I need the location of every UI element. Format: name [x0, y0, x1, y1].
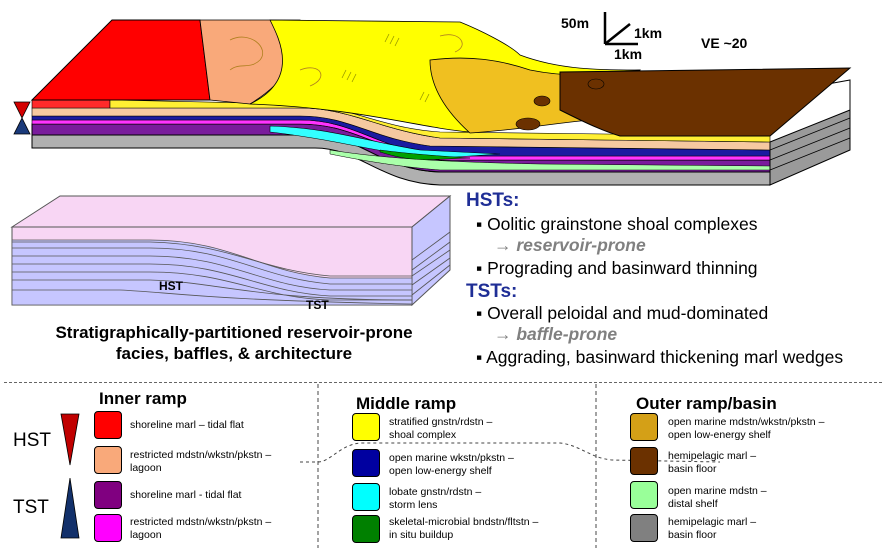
systems-tract-notes: HSTs: ▪ Oolitic grainstone shoal complex…	[466, 190, 884, 368]
schematic-label-tst: TST	[306, 298, 329, 312]
swatch-inner-3	[94, 514, 122, 542]
swatch-middle-3	[352, 515, 380, 543]
hst-heading: HSTs:	[466, 190, 520, 211]
legend-middle-2: lobate gnstn/rdstn –storm lens	[389, 486, 482, 511]
legend-inner-1: restricted mdstn/wkstn/pkstn –lagoon	[130, 449, 272, 474]
sea-level-indicator	[13, 101, 31, 135]
legend-middle-3: skeletal-microbial bndstn/fltstn –in sit…	[389, 516, 539, 541]
swatch-outer-0	[630, 413, 658, 441]
caption-line-1: Stratigraphically-partitioned reservoir-…	[55, 323, 413, 342]
block-front-red	[31, 99, 111, 109]
legend-title-middle: Middle ramp	[356, 394, 457, 413]
tst-bullet-2: ▪ Aggrading, basinward thickening marl w…	[476, 347, 844, 367]
tst-arrow: → baffle-prone	[494, 324, 618, 344]
legend-title-outer: Outer ramp/basin	[636, 394, 777, 413]
legend-tst-label: TST	[13, 497, 49, 518]
swatch-inner-2	[94, 481, 122, 509]
hst-arrow: → reservoir-prone	[494, 235, 646, 255]
legend-inner-2: shoreline marl - tidal flat	[130, 489, 242, 501]
tst-heading: TSTs:	[466, 281, 518, 302]
legend-outer-3: hemipelagic marl –basin floor	[668, 516, 757, 541]
scale-horizontal-a: 1km	[634, 25, 663, 41]
ramp-block-diagram	[30, 19, 852, 186]
block-front-green	[379, 149, 471, 161]
schematic-caption: Stratigraphically-partitioned reservoir-…	[14, 322, 454, 364]
legend-inner-0: shoreline marl – tidal flat	[130, 419, 244, 431]
vertical-exaggeration: VE ~20	[701, 35, 748, 51]
legend-outer-2: open marine mdstn –distal shelf	[668, 485, 767, 510]
caption-line-2: facies, baffles, & architecture	[115, 344, 353, 363]
hst-bullet-2: ▪ Prograding and basinward thinning	[476, 258, 758, 278]
legend-dividers	[60, 384, 721, 548]
swatch-outer-2	[630, 481, 658, 509]
swatch-outer-3	[630, 514, 658, 542]
swatch-middle-1	[352, 449, 380, 477]
legend-outer-0: open marine mdstn/wkstn/pkstn –open low-…	[668, 416, 825, 441]
swatch-inner-1	[94, 446, 122, 474]
reservoir-schematic	[10, 194, 452, 307]
swatch-inner-0	[94, 411, 122, 439]
swatch-middle-2	[352, 483, 380, 511]
scale-vertical: 50m	[561, 15, 590, 31]
schematic-label-hst: HST	[159, 279, 183, 293]
scale-bar	[603, 12, 638, 46]
hst-bullet-1: ▪ Oolitic grainstone shoal complexes	[476, 214, 758, 234]
swatch-middle-0	[352, 413, 380, 441]
swatch-outer-1	[630, 447, 658, 475]
block-front-lightgreen	[329, 149, 771, 171]
legend-middle-0: stratified gnstn/rdstn –shoal complex	[389, 416, 493, 441]
block-top-red	[30, 19, 211, 101]
legend-middle-1: open marine wkstn/pkstn –open low-energy…	[389, 452, 514, 477]
legend-inner-3: restricted mdstn/wkstn/pkstn –lagoon	[130, 516, 272, 541]
block-top-brown	[559, 67, 852, 137]
facies-legend	[4, 382, 882, 549]
scale-horizontal-b: 1km	[614, 46, 643, 62]
legend-hst-label: HST	[13, 430, 51, 451]
legend-outer-1: hemipelagic marl –basin floor	[668, 450, 757, 475]
tst-bullet-1: ▪ Overall peloidal and mud-dominated	[476, 303, 769, 323]
legend-title-inner: Inner ramp	[99, 389, 187, 408]
